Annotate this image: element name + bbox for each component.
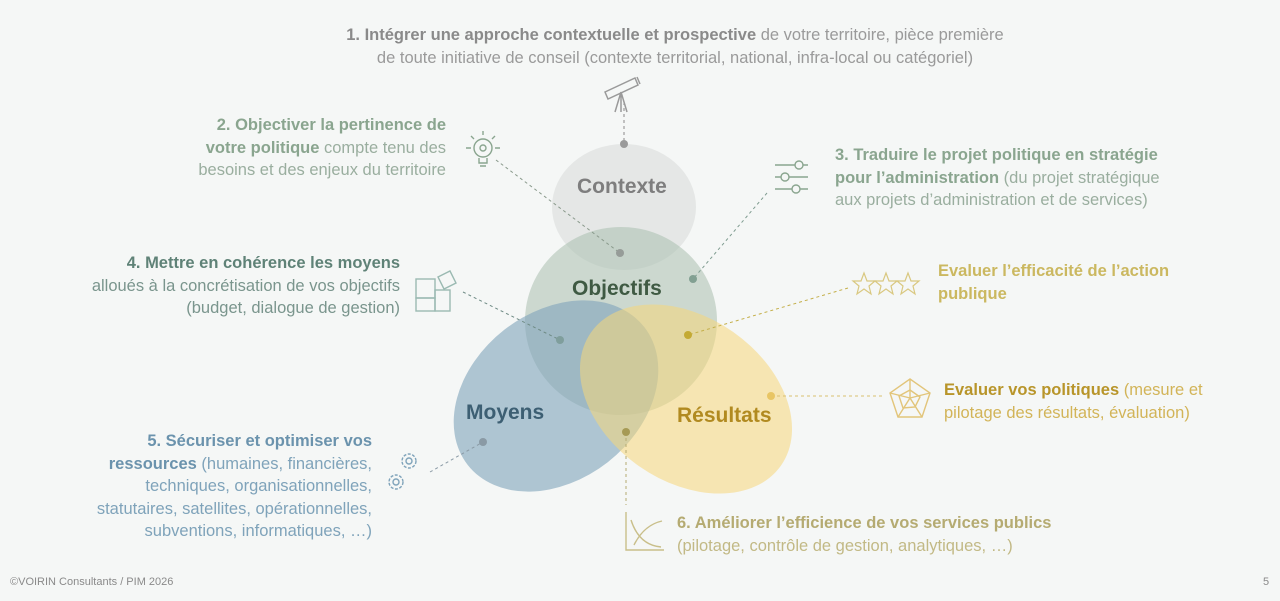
connector-line: [692, 192, 768, 280]
item-politiques: Evaluer vos politiques (mesure et pilota…: [944, 381, 1203, 422]
connector-line: [687, 287, 849, 336]
radar-icon: [889, 378, 931, 418]
gears-icon: [388, 453, 417, 490]
chart-curve-icon: [625, 512, 664, 551]
dot: [689, 275, 697, 283]
stars-icon: [851, 271, 921, 296]
connector-line: [462, 291, 561, 341]
venn-circles: [453, 144, 793, 494]
dot: [622, 428, 630, 436]
dot: [684, 331, 692, 339]
dot: [479, 438, 487, 446]
telescope-icon: [604, 76, 641, 113]
item-6-efficience: 6. Améliorer l’efficience de vos service…: [677, 514, 1052, 555]
copyright: ©VOIRIN Consultants / PIM 2026: [10, 576, 174, 588]
label-objectifs: Objectifs: [572, 277, 662, 300]
item-5-ressources: 5. Sécuriser et optimiser vos ressources…: [96, 432, 372, 541]
connector-line: [495, 159, 621, 254]
circle-resultats: [579, 304, 793, 494]
label-resultats: Résultats: [677, 404, 772, 427]
dot: [767, 392, 775, 400]
item-4-moyens: 4. Mettre en cohérence les moyens alloué…: [91, 254, 400, 318]
item-1-contexte: 1. Intégrer une approche contextuelle et…: [346, 26, 1004, 67]
dot: [616, 249, 624, 257]
label-moyens: Moyens: [466, 401, 545, 424]
page-number: 5: [1263, 576, 1270, 588]
connector-lines: [429, 102, 882, 505]
sliders-icon: [775, 160, 808, 194]
connector-dots: [479, 140, 775, 446]
label-contexte: Contexte: [577, 175, 667, 198]
dot: [620, 140, 628, 148]
dot: [556, 336, 564, 344]
connector-line: [429, 441, 484, 473]
item-3-strategie: 3. Traduire le projet politique en strat…: [835, 146, 1160, 210]
puzzle-icon: [415, 270, 457, 312]
item-2-pertinence: 2. Objectiver la pertinence de votre pol…: [198, 116, 446, 180]
lightbulb-gear-icon: [466, 131, 500, 167]
